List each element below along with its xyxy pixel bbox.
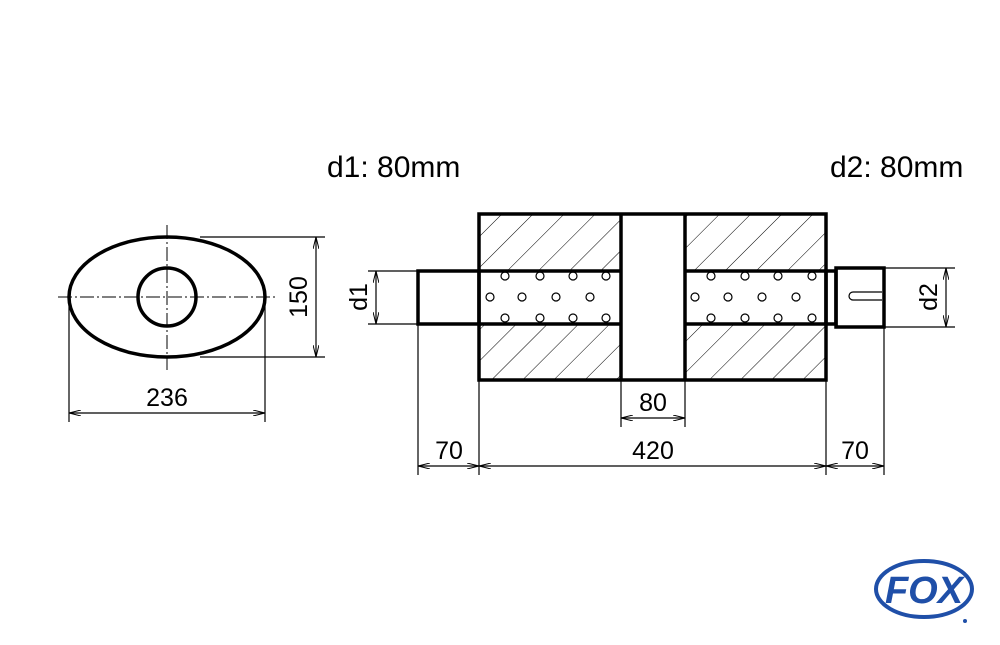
perforation-holes xyxy=(485,271,817,323)
fox-logo: FOX xyxy=(874,559,974,623)
d1-title: d1: 80mm xyxy=(327,151,460,184)
side-view: d1 d2 80 420 70 70 xyxy=(345,212,955,475)
end-view: 150 236 xyxy=(58,225,325,422)
d2-label: d2 xyxy=(915,283,943,311)
d2-title: d2: 80mm xyxy=(830,151,963,184)
dim-body-length: 420 xyxy=(632,437,674,465)
outlet-pipe xyxy=(834,266,886,329)
dim-inlet-length: 70 xyxy=(435,437,463,465)
dim-width: 236 xyxy=(146,384,188,412)
logo-text: FOX xyxy=(885,570,966,612)
inlet-pipe xyxy=(416,269,481,326)
dim-height: 150 xyxy=(285,276,313,318)
dim-middle-chamber: 80 xyxy=(639,389,667,417)
d1-label: d1 xyxy=(345,283,373,311)
dim-outlet-length: 70 xyxy=(841,437,869,465)
